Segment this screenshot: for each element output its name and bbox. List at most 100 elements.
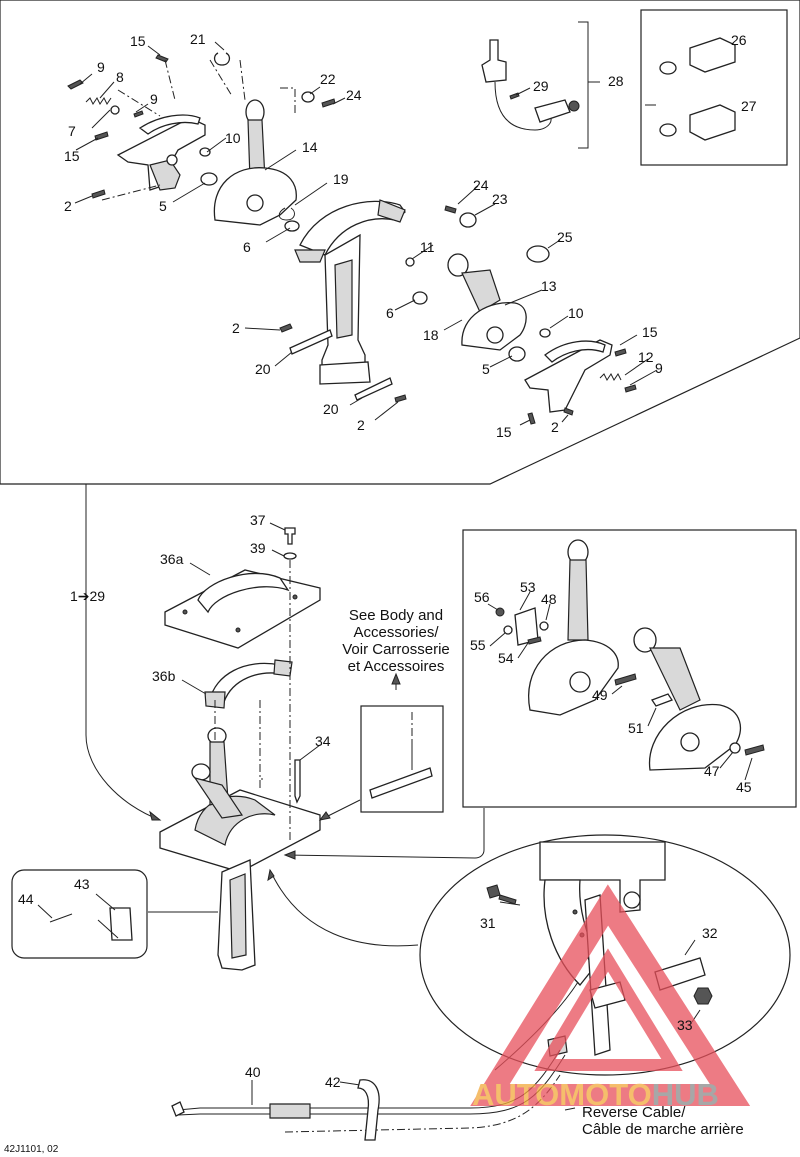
callout-24: 24 — [473, 177, 489, 193]
figure-code: 42J1101, 02 — [4, 1144, 59, 1155]
callout-10: 10 — [225, 130, 241, 146]
callout-54: 54 — [498, 650, 514, 666]
screw-9c — [624, 384, 637, 393]
clip-43 — [109, 907, 133, 941]
callout-13: 13 — [541, 278, 557, 294]
callout-2: 2 — [551, 419, 559, 435]
forward-lever-14 — [213, 99, 297, 226]
see-body-line-2: Accessories/ — [353, 624, 439, 641]
callout-12: 12 — [638, 349, 654, 365]
right-bracket-assembly — [524, 339, 613, 413]
reverse-cable-note: Reverse Cable/ Câble de marche arrière — [582, 1104, 744, 1138]
see-body-line-4: et Accessoires — [348, 658, 445, 675]
central-housing — [294, 199, 406, 385]
screw-24b — [444, 205, 457, 214]
watermark-hub: HUB — [652, 1077, 719, 1112]
callout-47: 47 — [704, 763, 720, 779]
centerlines-bottom — [214, 560, 291, 840]
circlip-19 — [278, 207, 295, 221]
watermark-triangle-inner — [534, 948, 683, 1071]
screw-2b — [279, 323, 293, 333]
callout-15: 15 — [64, 148, 80, 164]
plate-51 — [651, 693, 673, 707]
screw-37 — [284, 527, 296, 545]
callout-15: 15 — [496, 424, 512, 440]
callout-7: 7 — [68, 123, 76, 139]
washer-39 — [283, 552, 297, 560]
callout-9: 9 — [97, 59, 105, 75]
callout-18: 18 — [423, 327, 439, 343]
callout-15: 15 — [130, 33, 146, 49]
callout-26: 26 — [731, 32, 747, 48]
ball-7 — [110, 105, 120, 115]
callout-14: 14 — [302, 139, 318, 155]
callout-23: 23 — [492, 191, 508, 207]
callout-53: 53 — [520, 579, 536, 595]
callout-31: 31 — [480, 915, 496, 931]
washer-55 — [503, 625, 513, 635]
callout-56: 56 — [474, 589, 490, 605]
spring-8 — [85, 97, 112, 105]
callout-49: 49 — [592, 687, 608, 703]
arrowheads — [149, 672, 401, 882]
callout-9: 9 — [150, 91, 158, 107]
callout-29: 29 — [533, 78, 549, 94]
screw-15a — [155, 54, 169, 63]
callout-19: 19 — [333, 171, 349, 187]
bushing-23 — [459, 212, 477, 228]
washer-47 — [729, 742, 741, 754]
callout-45: 45 — [736, 779, 752, 795]
callout-5: 5 — [482, 361, 490, 377]
screw-54 — [527, 636, 542, 645]
leaders-alt — [487, 591, 753, 781]
screw-9a — [67, 79, 84, 90]
callout-11: 11 — [420, 239, 435, 255]
callout-28: 28 — [608, 73, 624, 89]
neutral-switch-29 — [481, 39, 580, 131]
switch-27 — [659, 104, 736, 141]
watermark-moto: MOTO — [559, 1077, 651, 1112]
pin-44 — [49, 913, 73, 923]
plate-20b — [354, 377, 393, 401]
callout-40: 40 — [245, 1064, 261, 1080]
screw-34 — [294, 759, 301, 804]
callout-48: 48 — [541, 591, 557, 607]
screw-9b — [133, 110, 144, 118]
callout-20: 20 — [323, 401, 339, 417]
washer-48 — [539, 621, 549, 631]
see-body-line-3: Voir Carrosserie — [342, 641, 450, 658]
see-body-note: See Body and Accessories/ Voir Carrosser… — [342, 607, 450, 675]
bracket-see-body — [369, 712, 433, 799]
callout-2: 2 — [232, 320, 240, 336]
callout-37: 37 — [250, 512, 266, 528]
watermark-brand-text: AUTOMOTOHUB — [472, 1077, 719, 1112]
bracket-28 — [578, 21, 600, 149]
bolt-31 — [486, 884, 517, 905]
callout-20: 20 — [255, 361, 271, 377]
callout-6: 6 — [386, 305, 394, 321]
switch-26 — [659, 37, 736, 75]
callout-1-to-29: 1➔29 — [70, 588, 105, 604]
callout-27: 27 — [741, 98, 757, 114]
leaders-top — [74, 41, 658, 426]
cable-tie-42 — [357, 1079, 380, 1141]
top-panel-frame — [0, 0, 800, 485]
spring-12 — [599, 373, 622, 381]
callout-51: 51 — [628, 720, 644, 736]
cap-25 — [526, 245, 550, 263]
screw-15b — [94, 131, 109, 141]
callout-39: 39 — [250, 540, 266, 556]
washer-10b — [539, 328, 551, 338]
cover-36a — [164, 569, 321, 649]
shifter-assembly — [159, 727, 321, 971]
centerlines-top — [101, 59, 296, 201]
washer-10a — [199, 147, 211, 157]
nut-33 — [693, 987, 713, 1005]
watermark-triangle-outer — [470, 884, 751, 1106]
callout-33: 33 — [677, 1017, 693, 1033]
bolt-45 — [744, 744, 765, 756]
callout-8: 8 — [116, 69, 124, 85]
reverse-cable-line-2: Câble de marche arrière — [582, 1121, 744, 1138]
